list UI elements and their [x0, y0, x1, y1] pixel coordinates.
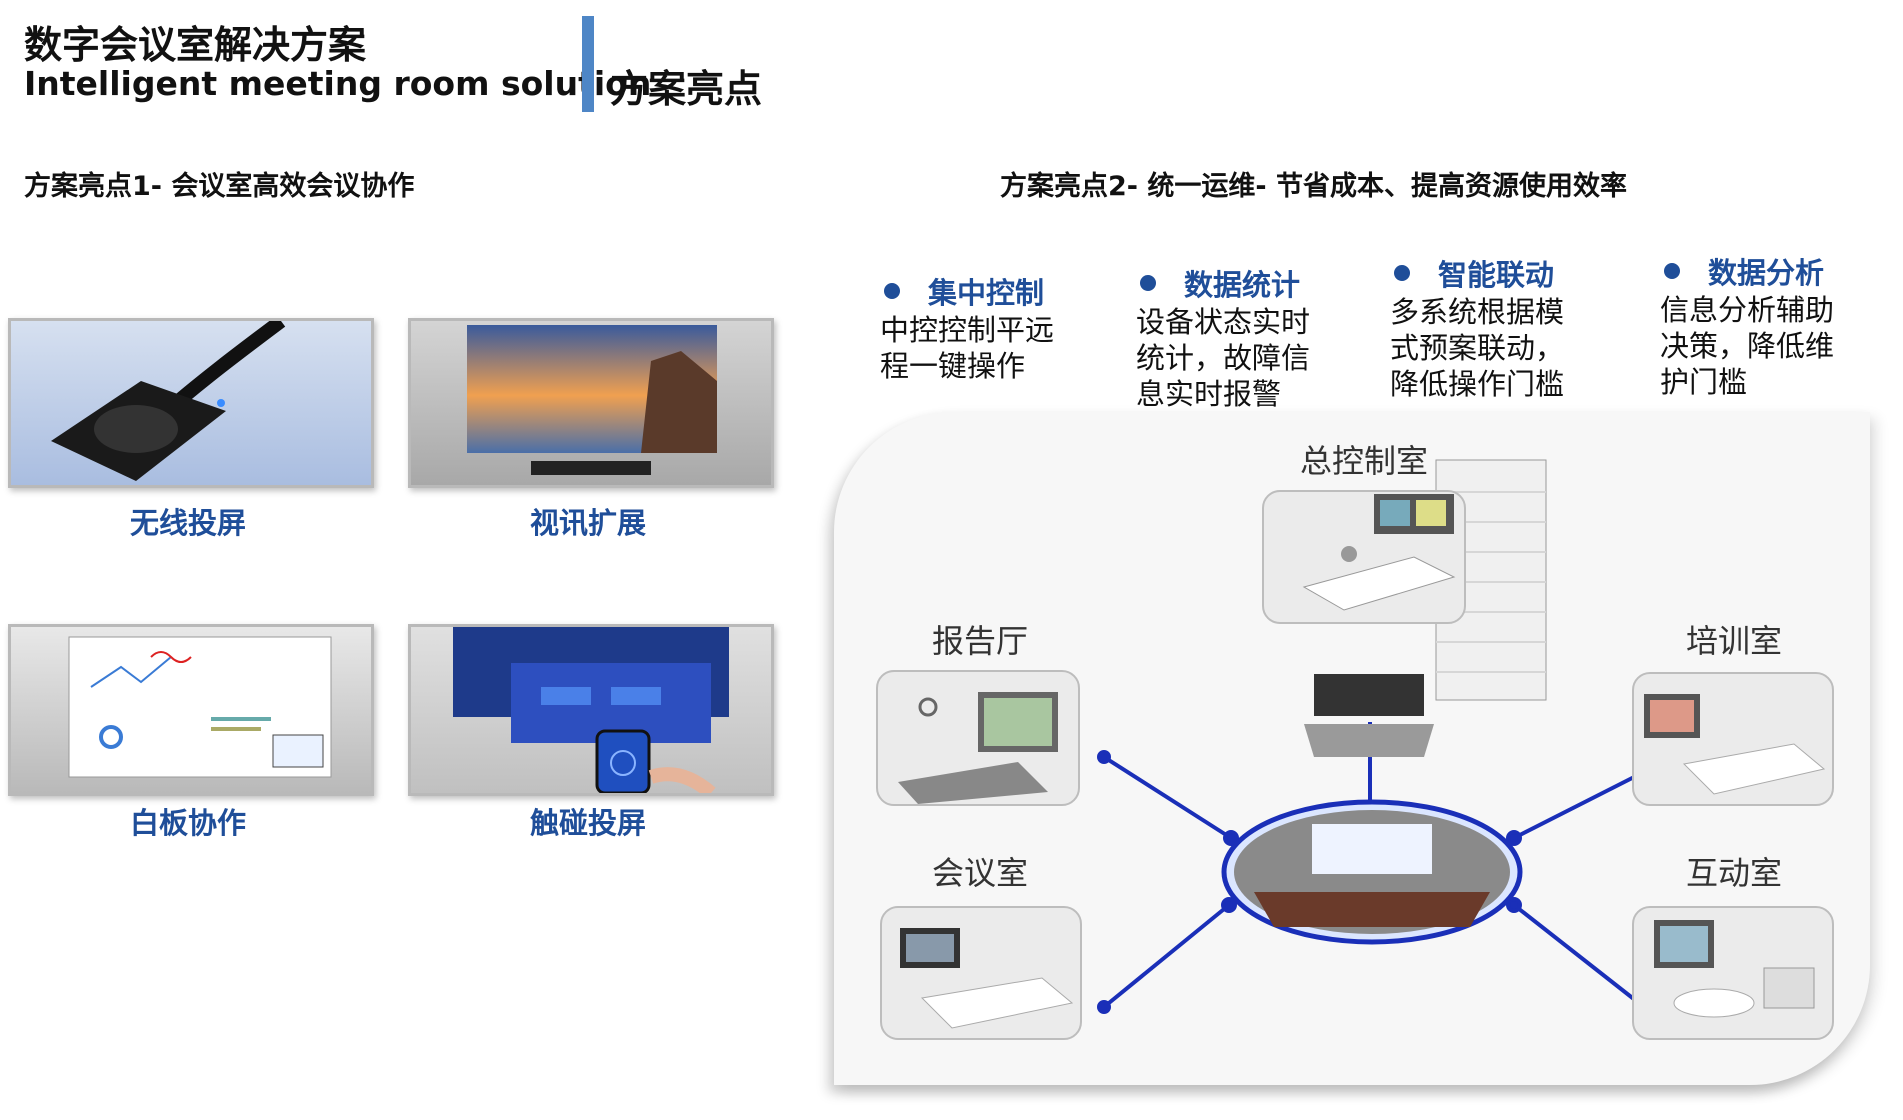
room-label-control: 总控制室: [1300, 442, 1429, 480]
title-accent-bar: [582, 16, 594, 112]
page-title-english: Intelligent meeting room solution: [24, 64, 652, 103]
feature-line: 多系统根据模: [1390, 295, 1565, 329]
bullet-icon: [1140, 275, 1156, 291]
interactive-room-icon: [1654, 920, 1815, 1018]
room-image-training: [1632, 672, 1834, 806]
room-image-report-hall: [876, 670, 1080, 806]
card-label-touch-projection: 触碰投屏: [529, 806, 646, 840]
card-label-whiteboard: 白板协作: [129, 806, 246, 840]
feature-head: 集中控制: [928, 276, 1045, 310]
feature-data-statistics: 数据统计 设备状态实时 统计，故障信 息实时报警: [1136, 262, 1341, 412]
feature-body: 设备状态实时 统计，故障信 息实时报警: [1136, 304, 1341, 412]
page-title: 数字会议室解决方案: [24, 23, 367, 67]
feature-head: 数据统计: [1184, 268, 1301, 302]
wireless-dongle-icon: [51, 321, 286, 481]
card-wireless-projection: [8, 318, 374, 488]
feature-line: 决策，降低维: [1660, 329, 1835, 363]
feature-head: 智能联动: [1438, 258, 1555, 292]
card-whiteboard: [8, 624, 374, 796]
room-label-report-hall: 报告厅: [932, 622, 1029, 660]
feature-line: 中控控制平远: [880, 313, 1055, 347]
card-label-video-extension: 视讯扩展: [529, 506, 646, 540]
feature-head: 数据分析: [1708, 256, 1825, 290]
card-label-wireless-projection: 无线投屏: [129, 506, 246, 540]
feature-line: 设备状态实时: [1136, 305, 1311, 339]
feature-line: 程一键操作: [880, 349, 1026, 383]
report-hall-icon: [898, 692, 1058, 804]
tv-display-icon: [467, 325, 717, 475]
room-image-interactive: [1632, 906, 1834, 1040]
feature-body: 信息分析辅助 决策，降低维 护门槛: [1660, 292, 1865, 400]
feature-data-analysis: 数据分析 信息分析辅助 决策，降低维 护门槛: [1660, 250, 1865, 400]
section1-title: 方案亮点1- 会议室高效会议协作: [24, 171, 415, 202]
whiteboard-icon: [68, 636, 332, 778]
room-image-control: [1262, 490, 1466, 624]
section2-title: 方案亮点2- 统一运维- 节省成本、提高资源使用效率: [1000, 171, 1627, 202]
room-label-training: 培训室: [1686, 622, 1783, 660]
bullet-icon: [1394, 265, 1410, 281]
feature-line: 统计，故障信: [1136, 341, 1311, 375]
training-room-icon: [1644, 694, 1826, 795]
feature-body: 中控控制平远 程一键操作: [880, 312, 1085, 384]
touch-screen-phone-icon: [453, 627, 729, 793]
feature-line: 信息分析辅助: [1660, 293, 1835, 327]
feature-smart-linkage: 智能联动 多系统根据模 式预案联动， 降低操作门槛: [1390, 252, 1595, 402]
feature-line: 降低操作门槛: [1390, 367, 1565, 401]
bullet-icon: [1664, 263, 1680, 279]
card-video-extension: [408, 318, 774, 488]
meeting-room-icon: [900, 928, 1074, 1029]
network-lines: [1097, 459, 1651, 1014]
room-label-meeting: 会议室: [932, 854, 1029, 892]
feature-body: 多系统根据模 式预案联动， 降低操作门槛: [1390, 294, 1595, 402]
room-image-meeting: [880, 906, 1082, 1040]
feature-line: 息实时报警: [1136, 377, 1282, 411]
room-label-interactive: 互动室: [1686, 854, 1783, 892]
card-touch-projection: [408, 624, 774, 796]
feature-central-control: 集中控制 中控控制平远 程一键操作: [880, 270, 1085, 384]
page-subtitle: 方案亮点: [610, 67, 763, 111]
bullet-icon: [884, 283, 900, 299]
control-room-icon: [1302, 494, 1456, 611]
feature-line: 护门槛: [1660, 365, 1748, 399]
feature-line: 式预案联动，: [1390, 331, 1565, 365]
